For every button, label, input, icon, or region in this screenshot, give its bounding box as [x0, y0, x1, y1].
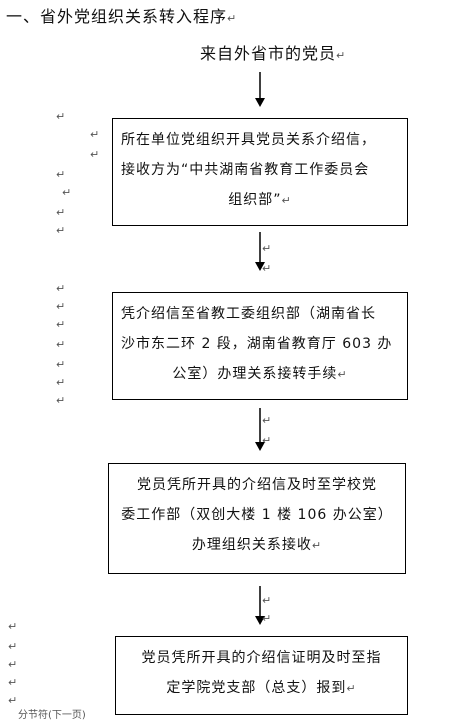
step-1-line-2: 接收方为“中共湖南省教育工作委员会 [121, 162, 370, 178]
margin-paragraph-mark: ↵ [90, 128, 100, 141]
flow-start-label: 来自外省市的党员↵ [200, 44, 347, 63]
step-3-line-3: 办理组织关系接收↵ [191, 537, 323, 553]
step-1-line-3: 组织部”↵ [228, 192, 292, 208]
margin-paragraph-mark: ↵ [8, 620, 18, 633]
margin-paragraph-mark: ↵ [56, 168, 66, 181]
margin-paragraph-mark: ↵ [262, 434, 272, 447]
margin-paragraph-mark: ↵ [56, 206, 66, 219]
step-box-4: 党员凭所开具的介绍信证明及时至指 定学院党支部（总支）报到↵ [115, 636, 408, 715]
margin-paragraph-mark: ↵ [8, 676, 18, 689]
margin-paragraph-mark: ↵ [8, 658, 18, 671]
step-3-line-1: 党员凭所开具的介绍信及时至学校党 [137, 477, 377, 493]
margin-paragraph-mark: ↵ [8, 640, 18, 653]
margin-paragraph-mark: ↵ [56, 376, 66, 389]
step-2-line-3: 公室）办理关系接转手续↵ [172, 366, 348, 382]
margin-paragraph-mark: ↵ [262, 242, 272, 255]
section-heading: 一、省外党组织关系转入程序↵ [6, 7, 238, 26]
margin-paragraph-mark: ↵ [56, 300, 66, 313]
margin-paragraph-mark: ↵ [56, 110, 66, 123]
margin-paragraph-mark: ↵ [90, 148, 100, 161]
arrow-down-1 [255, 72, 265, 107]
step-2-line-2: 沙市东二环 2 段，湖南省教育厅 603 办 [121, 336, 393, 352]
arrow-down-2 [255, 232, 265, 271]
margin-paragraph-mark: ↵ [56, 282, 66, 295]
margin-paragraph-mark: ↵ [56, 224, 66, 237]
margin-paragraph-mark: ↵ [262, 612, 272, 625]
step-1-line-1: 所在单位党组织开具党员关系介绍信， [121, 132, 376, 148]
step-4-line-2: 定学院党支部（总支）报到↵ [166, 680, 357, 696]
margin-paragraph-mark: ↵ [62, 186, 72, 199]
margin-paragraph-mark: ↵ [56, 394, 66, 407]
arrow-down-4 [255, 586, 265, 625]
step-box-3: 党员凭所开具的介绍信及时至学校党 委工作部（双创大楼 1 楼 106 办公室） … [108, 463, 406, 574]
margin-paragraph-mark: ↵ [262, 414, 272, 427]
margin-paragraph-mark: ↵ [56, 338, 66, 351]
margin-paragraph-mark: ↵ [262, 594, 272, 607]
margin-paragraph-mark: ↵ [262, 262, 272, 275]
step-2-line-1: 凭介绍信至省教工委组织部（湖南省长 [121, 306, 376, 322]
margin-paragraph-mark: ↵ [8, 694, 18, 707]
section-break-marker: 分节符(下一页) [18, 710, 86, 721]
margin-paragraph-mark: ↵ [56, 318, 66, 331]
step-4-line-1: 党员凭所开具的介绍信证明及时至指 [141, 650, 382, 666]
step-3-line-2: 委工作部（双创大楼 1 楼 106 办公室） [121, 507, 393, 523]
step-box-1: 所在单位党组织开具党员关系介绍信， 接收方为“中共湖南省教育工作委员会 组织部”… [112, 118, 408, 226]
step-box-2: 凭介绍信至省教工委组织部（湖南省长 沙市东二环 2 段，湖南省教育厅 603 办… [112, 292, 408, 400]
margin-paragraph-mark: ↵ [56, 358, 66, 371]
arrow-down-3 [255, 408, 265, 451]
